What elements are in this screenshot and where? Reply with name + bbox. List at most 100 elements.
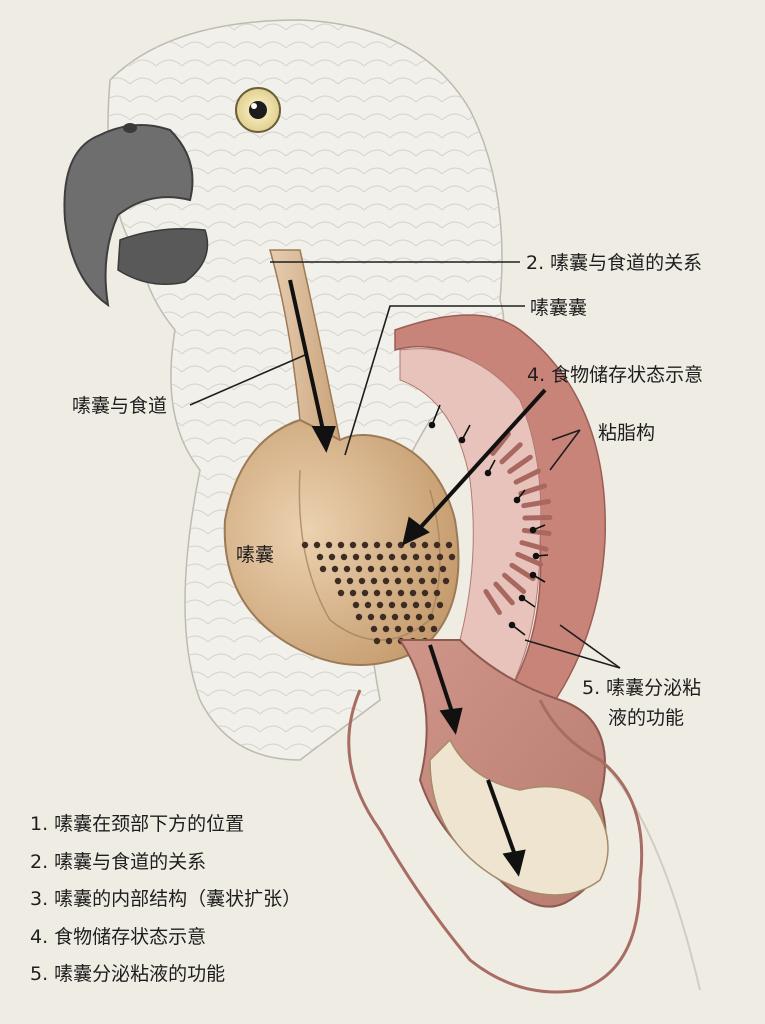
food-particle <box>373 637 381 645</box>
food-particle <box>364 601 372 609</box>
legend-item: 1. 嗉囊在颈部下方的位置 <box>30 813 245 835</box>
legend-item: 5. 嗉囊分泌粘液的功能 <box>30 963 226 985</box>
mucus-arrow-head <box>513 496 521 504</box>
food-particle <box>424 601 432 609</box>
mucosal-folds <box>483 431 553 616</box>
label-mucosa: 粘脂构 <box>598 422 656 444</box>
food-particle <box>442 577 450 585</box>
beak <box>63 123 209 308</box>
food-particle <box>385 541 393 549</box>
food-particle <box>355 613 363 621</box>
food-particle <box>334 577 342 585</box>
legend-item: 3. 嗉囊的内部结构（囊状扩张） <box>30 888 302 910</box>
label-crop-sac: 嗉囊囊 <box>530 297 588 319</box>
legend-item: 4. 食物储存状态示意 <box>30 925 207 948</box>
mucus-arrow-head <box>529 526 537 534</box>
food-particle <box>436 553 444 561</box>
mucosal-fold <box>502 572 527 595</box>
food-particle <box>394 625 402 633</box>
food-particle <box>397 589 405 597</box>
food-particle <box>415 613 423 621</box>
food-particle <box>448 553 456 561</box>
food-particle <box>361 541 369 549</box>
mucus-arrow <box>431 404 441 426</box>
label-secretion-2: 液的功能 <box>608 707 685 729</box>
food-particle <box>364 553 372 561</box>
food-particle <box>409 589 417 597</box>
mucosal-fold <box>513 468 541 485</box>
parrot-eye <box>235 87 281 133</box>
food-particle <box>397 541 405 549</box>
mucosal-fold <box>522 514 553 521</box>
mucosal-fold <box>519 540 549 552</box>
food-particle <box>415 565 423 573</box>
food-particle <box>343 565 351 573</box>
food-particle <box>430 625 438 633</box>
food-particle <box>301 541 309 549</box>
food-particle <box>382 577 390 585</box>
mucosal-fold <box>483 589 502 616</box>
food-particle <box>379 613 387 621</box>
food-particle <box>445 541 453 549</box>
food-particle <box>376 601 384 609</box>
food-particle <box>385 589 393 597</box>
food-particle <box>367 613 375 621</box>
food-particle <box>433 589 441 597</box>
legend-item: 2. 嗉囊与食道的关系 <box>30 850 207 873</box>
food-particle <box>433 541 441 549</box>
mucus-arrow-head <box>428 421 436 429</box>
mucosal-fold <box>521 498 551 509</box>
food-particle <box>346 577 354 585</box>
food-particle <box>427 565 435 573</box>
label-secretion-1: 5. 嗉囊分泌粘 <box>582 677 702 699</box>
food-particle <box>313 541 321 549</box>
mucus-flow-arrows <box>428 404 549 636</box>
food-particle <box>403 613 411 621</box>
food-particle <box>367 565 375 573</box>
label-food-storage: 4. 食物储存状态示意 <box>527 364 704 386</box>
mucosal-fold <box>515 551 544 567</box>
food-particle <box>316 553 324 561</box>
mucus-arrow-head <box>518 594 526 602</box>
food-particle <box>424 553 432 561</box>
food-particle <box>436 601 444 609</box>
label-esophagus: 嗉囊与食道 <box>72 395 168 417</box>
food-particle <box>403 565 411 573</box>
food-particle <box>373 589 381 597</box>
food-particle <box>388 553 396 561</box>
food-particle <box>370 577 378 585</box>
food-particle <box>352 553 360 561</box>
food-particle <box>409 541 417 549</box>
food-particle <box>319 565 327 573</box>
food-particle <box>406 577 414 585</box>
mucus-arrow-head <box>508 621 516 629</box>
food-particle <box>400 553 408 561</box>
legend-list: 1. 嗉囊在颈部下方的位置 2. 嗉囊与食道的关系 3. 嗉囊的内部结构（囊状扩… <box>30 812 301 1000</box>
food-particle <box>328 553 336 561</box>
food-particle <box>400 601 408 609</box>
food-particle <box>391 613 399 621</box>
mucosal-fold <box>499 442 523 465</box>
food-particle <box>388 601 396 609</box>
lower-tract-outer <box>347 689 644 994</box>
food-particle <box>382 625 390 633</box>
mucosal-fold <box>509 562 536 582</box>
food-particle <box>391 565 399 573</box>
food-particle <box>337 541 345 549</box>
food-particle <box>385 637 393 645</box>
mucosal-fold <box>507 454 533 474</box>
food-particle <box>427 613 435 621</box>
food-particle <box>349 541 357 549</box>
label-crop: 嗉囊 <box>236 544 275 566</box>
food-particle <box>418 577 426 585</box>
food-particle <box>376 553 384 561</box>
food-particle <box>370 625 378 633</box>
flow-arrows <box>288 279 547 877</box>
food-particle <box>325 541 333 549</box>
food-particle <box>337 589 345 597</box>
mucosal-fold <box>518 483 548 497</box>
food-particle <box>394 577 402 585</box>
mucus-arrow-head <box>532 552 540 560</box>
food-particle <box>340 553 348 561</box>
food-particle <box>361 589 369 597</box>
